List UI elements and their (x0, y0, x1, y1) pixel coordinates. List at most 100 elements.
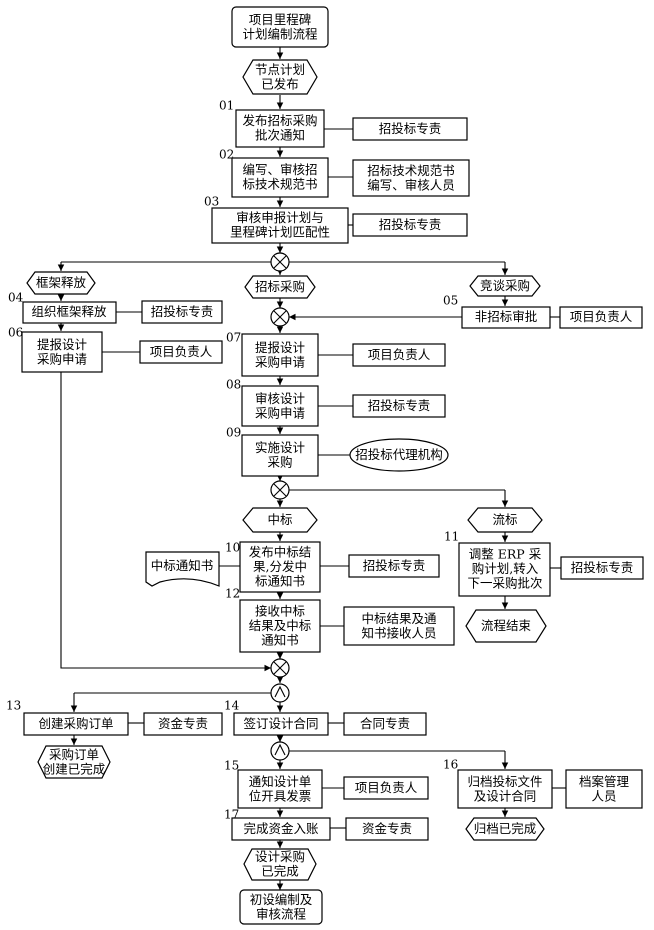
step-15-shape (237, 769, 323, 809)
label-line: 通知设计单 (249, 773, 312, 788)
step-number-16: 16 (443, 758, 458, 772)
label-s13: 创建采购订单 (38, 716, 113, 731)
role-02-shape (352, 159, 470, 197)
node-labels: 项目里程碑计划编制流程节点计划已发布发布招标采购批次通知01招投标专责编写、审核… (6, 11, 633, 921)
step-05-shape (461, 306, 551, 329)
and-gate-1 (270, 683, 290, 703)
label-line: 提报设计 (255, 339, 305, 354)
role-13-shape (143, 712, 223, 736)
label-line: 发布中标结 (249, 544, 312, 559)
label-line: 编写、审核人员 (367, 177, 455, 192)
label-s01: 发布招标采购批次通知 (242, 112, 317, 142)
label-line: 批次通知 (255, 127, 305, 142)
label-win: 中标 (267, 512, 292, 527)
label-flow-end: 流程结束 (481, 618, 532, 633)
step-10-shape (239, 541, 321, 593)
label-line: 下一采购批次 (467, 575, 542, 590)
label-s10-doc: 中标通知书 (151, 558, 214, 573)
label-line: 资金专责 (158, 716, 208, 731)
label-line: 招投标专责 (379, 217, 442, 232)
archive-done-event-shape (465, 817, 545, 841)
step-02-shape (231, 157, 329, 198)
label-line: 招标技术规范书 (367, 162, 455, 177)
xor-gate-1 (270, 252, 290, 272)
label-line: 提报设计 (37, 336, 87, 351)
role-14-shape (343, 712, 427, 736)
label-line: 招投标专责 (379, 121, 442, 136)
label-s12-role: 中标结果及通知书接收人员 (361, 610, 437, 640)
label-s14-role: 合同专责 (360, 716, 410, 731)
step-09-shape (241, 434, 319, 477)
label-po-done: 采购订单创建已完成 (43, 746, 106, 776)
label-line: 招投标专责 (363, 558, 426, 573)
label-s15: 通知设计单位开具发票 (249, 773, 312, 803)
step-number-05: 05 (443, 294, 458, 308)
label-s08-role: 招投标专责 (368, 398, 431, 413)
step-number-11: 11 (444, 530, 459, 544)
xor-gate-3 (270, 480, 290, 500)
role-04-shape (141, 300, 223, 324)
role-09-shape (349, 438, 449, 472)
label-line: 已完成 (261, 863, 299, 878)
label-negotiate: 竞谈采购 (480, 278, 530, 293)
step-number-06: 06 (8, 326, 23, 340)
label-s05-role: 项目负责人 (570, 309, 633, 324)
label-line: 归档已完成 (474, 821, 537, 836)
label-line: 通知书 (261, 632, 299, 647)
label-line: 采购申请 (255, 354, 305, 369)
win-event-shape (242, 507, 318, 533)
label-line: 非招标审批 (475, 309, 538, 324)
step-17-shape (231, 817, 331, 841)
label-s10: 发布中标结果,分发中标通知书 (249, 544, 312, 588)
step-12-shape (239, 599, 321, 653)
label-line: 招投标专责 (368, 398, 431, 413)
label-start: 项目里程碑计划编制流程 (242, 11, 318, 41)
label-s06-role: 项目负责人 (150, 344, 213, 359)
step-number-08: 08 (226, 378, 241, 392)
label-s17-role: 资金专责 (362, 821, 412, 836)
edge-s06-merge (60, 372, 271, 672)
label-line: 接收中标 (255, 603, 305, 618)
step-number-13: 13 (6, 699, 21, 713)
label-line: 创建采购订单 (38, 716, 113, 731)
label-s07: 提报设计采购申请 (255, 339, 305, 369)
label-s06: 提报设计采购申请 (37, 336, 87, 366)
label-line: 合同专责 (360, 716, 410, 731)
label-line: 组织框架释放 (31, 304, 107, 319)
label-s09-role: 招投标代理机构 (355, 447, 443, 462)
label-s07-role: 项目负责人 (368, 347, 431, 362)
label-line: 招投标专责 (571, 560, 634, 575)
label-s03: 审核申报计划与里程碑计划匹配性 (230, 209, 330, 239)
label-milestone-released: 节点计划已发布 (255, 61, 305, 91)
negotiate-event-shape (469, 275, 541, 297)
label-line: 项目负责人 (150, 344, 213, 359)
label-line: 购计划,转入 (472, 561, 539, 576)
label-line: 签订设计合同 (243, 716, 318, 731)
role-17-shape (345, 817, 429, 841)
step-number-15: 15 (224, 759, 239, 773)
label-s09: 实施设计采购 (255, 439, 305, 469)
label-line: 档案管理 (579, 773, 630, 788)
design-done-event-shape (243, 848, 317, 881)
role-01-shape (352, 117, 468, 141)
label-line: 项目负责人 (355, 780, 418, 795)
label-line: 调整 ERP 采 (469, 546, 542, 561)
label-s08: 审核设计采购申请 (255, 390, 305, 420)
label-s10-role: 招投标专责 (363, 558, 426, 573)
label-line: 编写、审核招 (242, 161, 317, 176)
role-06-shape (139, 340, 223, 364)
label-line: 中标结果及通 (361, 610, 437, 625)
label-line: 资金专责 (362, 821, 412, 836)
role-07-shape (352, 343, 446, 367)
milestone-event-shape (242, 59, 318, 95)
role-12-shape (343, 606, 455, 646)
step-04-shape (22, 301, 117, 324)
xor-gate-2 (270, 307, 290, 327)
label-archive-done: 归档已完成 (474, 821, 537, 836)
label-framework: 框架释放 (36, 275, 87, 290)
label-line: 审核设计 (255, 390, 305, 405)
label-line: 审核申报计划与 (236, 209, 324, 224)
label-line: 流标 (492, 512, 517, 527)
step-number-14: 14 (224, 699, 240, 713)
